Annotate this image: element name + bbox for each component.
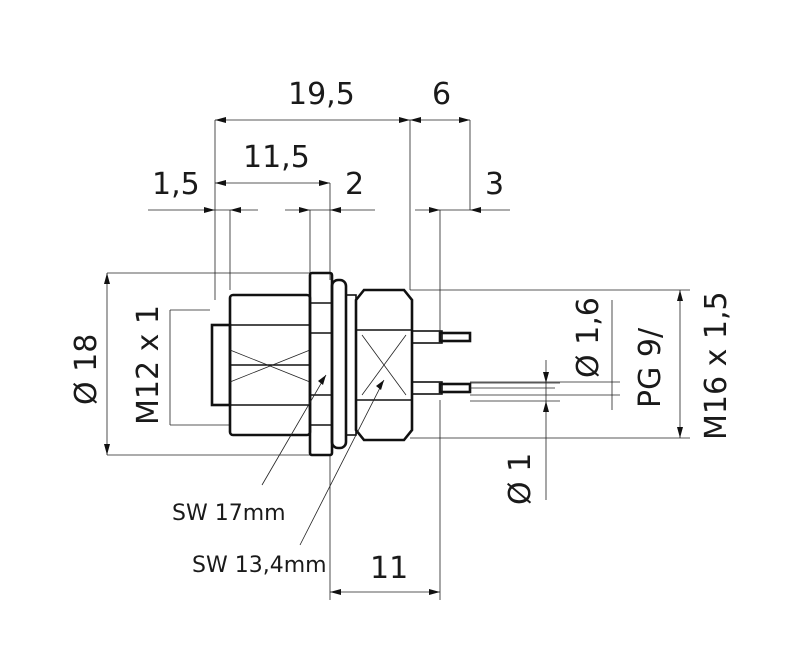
dim-6: 6 [432,77,451,112]
dim-m12: M12 x 1 [131,305,166,425]
dim-11-5: 11,5 [243,140,310,175]
sw-13-4-label: SW 13,4mm [192,553,327,578]
dimension-labels: 19,5 6 11,5 1,5 2 3 Ø 18 M12 x 1 Ø 1,6 P… [69,77,734,586]
dim-pg9: PG 9/ [633,327,668,408]
dim-2: 2 [345,167,364,202]
dim-11: 11 [370,551,408,586]
dim-19-5: 19,5 [288,77,355,112]
extension-lines [106,119,690,600]
connector-body [210,271,555,457]
dim-1-5: 1,5 [152,167,200,202]
dim-3: 3 [485,167,504,202]
dim-dia-1-6: Ø 1,6 [571,297,606,378]
callout-labels: SW 17mm SW 13,4mm [172,501,327,578]
dim-dia-18: Ø 18 [69,334,104,405]
callout-leaders [261,374,385,546]
dim-m16: M16 x 1,5 [699,291,734,440]
sw-17-label: SW 17mm [172,501,286,526]
dim-dia-1: Ø 1 [503,453,538,505]
arrowheads [104,117,683,595]
